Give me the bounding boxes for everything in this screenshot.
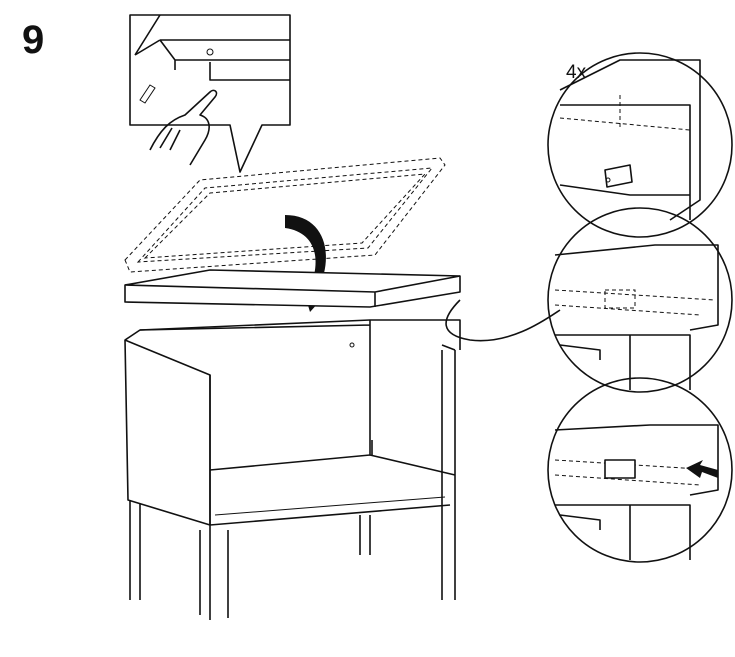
step-number: 9 [22, 18, 45, 62]
detail-circle-1 [547, 52, 733, 238]
top-frame-outline [124, 157, 446, 273]
detail-pointer [445, 299, 561, 342]
detail-circle-3 [547, 377, 733, 563]
table-top [124, 269, 461, 308]
hand-icon [149, 89, 218, 166]
hand-press-callout [129, 14, 291, 173]
detail-circle-2 [547, 207, 733, 393]
cabinet-frame [124, 319, 461, 620]
push-arrow [686, 460, 718, 478]
quantity-label: 4x [566, 62, 587, 83]
